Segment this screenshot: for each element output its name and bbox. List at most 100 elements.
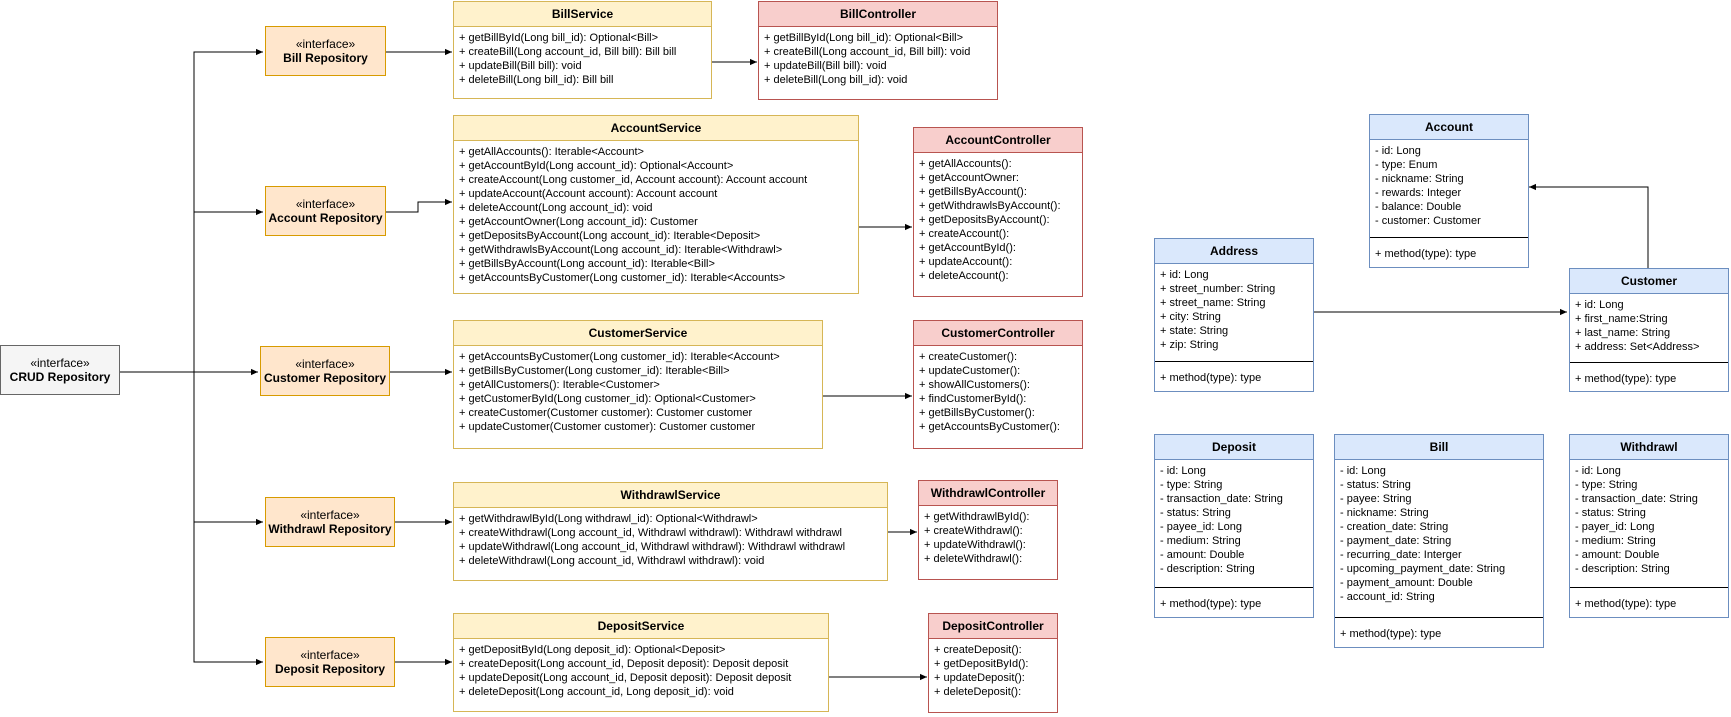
class-divider (1570, 362, 1728, 363)
field-line: - payment_date: String (1340, 535, 1452, 547)
method-line: + deleteBill(Long bill_id): Bill bill (459, 74, 614, 86)
field-line: + address: Set<Address> (1575, 341, 1700, 353)
deposit-entity-class: Deposit - id: Long - type: String - tran… (1154, 434, 1314, 618)
deposit-controller-class: DepositController + createDeposit(): + g… (928, 613, 1058, 713)
field-line: - type: Enum (1375, 159, 1438, 171)
method-line: + findCustomerById(): (919, 393, 1027, 405)
field-line: - transaction_date: String (1575, 493, 1698, 505)
method-line: + method(type): type (1160, 598, 1262, 610)
interface-stereotype: «interface» (300, 648, 360, 662)
field-line: - type: String (1575, 479, 1638, 491)
interface-name: Deposit Repository (274, 662, 385, 676)
method-line: + getWithdrawlById(Long withdrawl_id): O… (459, 513, 758, 525)
interface-name: CRUD Repository (9, 370, 111, 384)
class-title: Deposit (1155, 435, 1313, 460)
class-title: CustomerService (454, 321, 822, 346)
customer-entity-class: Customer + id: Long + first_name:String … (1569, 268, 1729, 392)
method-line: + updateDeposit(): (934, 672, 1025, 684)
class-divider (1155, 587, 1313, 588)
field-line: - recurring_date: Interger (1340, 549, 1462, 561)
account-repository-interface: «interface» Account Repository (265, 186, 386, 236)
field-line: - transaction_date: String (1160, 493, 1283, 505)
account-repo-to-service-arrow (386, 198, 452, 213)
interface-stereotype: «interface» (30, 356, 90, 370)
field-line: - medium: String (1160, 535, 1241, 547)
method-line: + getBillById(Long bill_id): Optional<Bi… (764, 32, 964, 44)
method-line: + getDepositsByAccount(): (919, 214, 1050, 226)
withdrawl-entity-class: Withdrawl - id: Long - type: String - tr… (1569, 434, 1729, 618)
field-line: - type: String (1160, 479, 1223, 491)
method-line: + getAccountsByCustomer(Long customer_id… (459, 272, 786, 284)
class-title: CustomerController (914, 321, 1082, 346)
method-line: + createDeposit(): (934, 644, 1022, 656)
interface-stereotype: «interface» (295, 197, 356, 211)
class-title: BillService (454, 2, 711, 27)
method-line: + getWithdrawlsByAccount(Long account_id… (459, 244, 783, 256)
field-line: - payee: String (1340, 493, 1412, 505)
method-line: + getDepositsByAccount(Long account_id):… (459, 230, 761, 242)
method-line: + deleteDeposit(Long account_id, Long de… (459, 686, 734, 698)
method-line: + updateDeposit(Long account_id, Deposit… (459, 672, 792, 684)
method-line: + getAccountsByCustomer(Long customer_id… (459, 351, 780, 363)
account-service-class: AccountService + getAllAccounts(): Itera… (453, 115, 859, 294)
field-line: - description: String (1575, 563, 1670, 575)
interface-name: Account Repository (268, 211, 383, 225)
field-line: - customer: Customer (1375, 215, 1481, 227)
class-divider (1370, 237, 1528, 238)
method-line: + updateCustomer(): (919, 365, 1021, 377)
method-line: + method(type): type (1160, 372, 1262, 384)
interface-name: Bill Repository (283, 51, 368, 65)
method-line: + getBillsByAccount(): (919, 186, 1027, 198)
field-line: - rewards: Integer (1375, 187, 1462, 199)
account-controller-class: AccountController + getAllAccounts(): + … (913, 127, 1083, 297)
field-line: - status: String (1340, 479, 1411, 491)
method-line: + getAccountById(Long account_id): Optio… (459, 160, 734, 172)
bill-repository-interface: «interface» Bill Repository (265, 26, 386, 76)
field-line: + id: Long (1575, 299, 1624, 311)
class-title: Account (1370, 115, 1528, 140)
withdrawl-service-class: WithdrawlService + getWithdrawlById(Long… (453, 482, 888, 581)
method-line: + createBill(Long account_id, Bill bill)… (459, 46, 677, 58)
field-line: - id: Long (1575, 465, 1621, 477)
interface-stereotype: «interface» (300, 508, 360, 522)
crud-to-withdrawl-repo-arrow (193, 372, 263, 666)
method-line: + method(type): type (1575, 373, 1677, 385)
class-title: AccountService (454, 116, 858, 141)
bill-entity-class: Bill - id: Long - status: String - payee… (1334, 434, 1544, 648)
method-line: + getAccountOwner(Long account_id): Cust… (459, 216, 698, 228)
method-line: + createCustomer(): (919, 351, 1018, 363)
field-line: + city: String (1160, 311, 1221, 323)
field-line: - creation_date: String (1340, 521, 1449, 533)
interface-name: Withdrawl Repository (268, 522, 392, 536)
method-line: + deleteWithdrawl(Long account_id, Withd… (459, 555, 765, 567)
method-line: + getDepositById(Long deposit_id): Optio… (459, 644, 726, 656)
method-line: + createAccount(): (919, 228, 1010, 240)
class-title: BillController (759, 2, 997, 27)
field-line: + street_name: String (1160, 297, 1266, 309)
method-line: + createCustomer(Customer customer): Cus… (459, 407, 753, 419)
method-line: + showAllCustomers(): (919, 379, 1030, 391)
field-line: - id: Long (1160, 465, 1206, 477)
field-line: - medium: String (1575, 535, 1656, 547)
method-line: + createDeposit(Long account_id, Deposit… (459, 658, 789, 670)
field-line: - status: String (1160, 507, 1231, 519)
field-line: + last_name: String (1575, 327, 1671, 339)
bill-service-class: BillService + getBillById(Long bill_id):… (453, 1, 712, 99)
address-entity-class: Address + id: Long + street_number: Stri… (1154, 238, 1314, 392)
field-line: + first_name:String (1575, 313, 1668, 325)
field-line: - amount: Double (1575, 549, 1660, 561)
field-line: - status: String (1575, 507, 1646, 519)
class-title: WithdrawlController (919, 481, 1057, 506)
method-line: + method(type): type (1340, 628, 1442, 640)
method-line: + getWithdrawlById(): (924, 511, 1030, 523)
field-line: - description: String (1160, 563, 1255, 575)
interface-name: Customer Repository (263, 371, 387, 385)
method-line: + getBillsByAccount(Long account_id): It… (459, 258, 715, 270)
method-line: + method(type): type (1575, 598, 1677, 610)
customer-service-class: CustomerService + getAccountsByCustomer(… (453, 320, 823, 449)
withdrawl-controller-class: WithdrawlController + getWithdrawlById()… (918, 480, 1058, 580)
method-line: + deleteAccount(Long account_id): void (459, 202, 653, 214)
field-line: + zip: String (1160, 339, 1219, 351)
method-line: + getBillsByCustomer(Long customer_id): … (459, 365, 730, 377)
